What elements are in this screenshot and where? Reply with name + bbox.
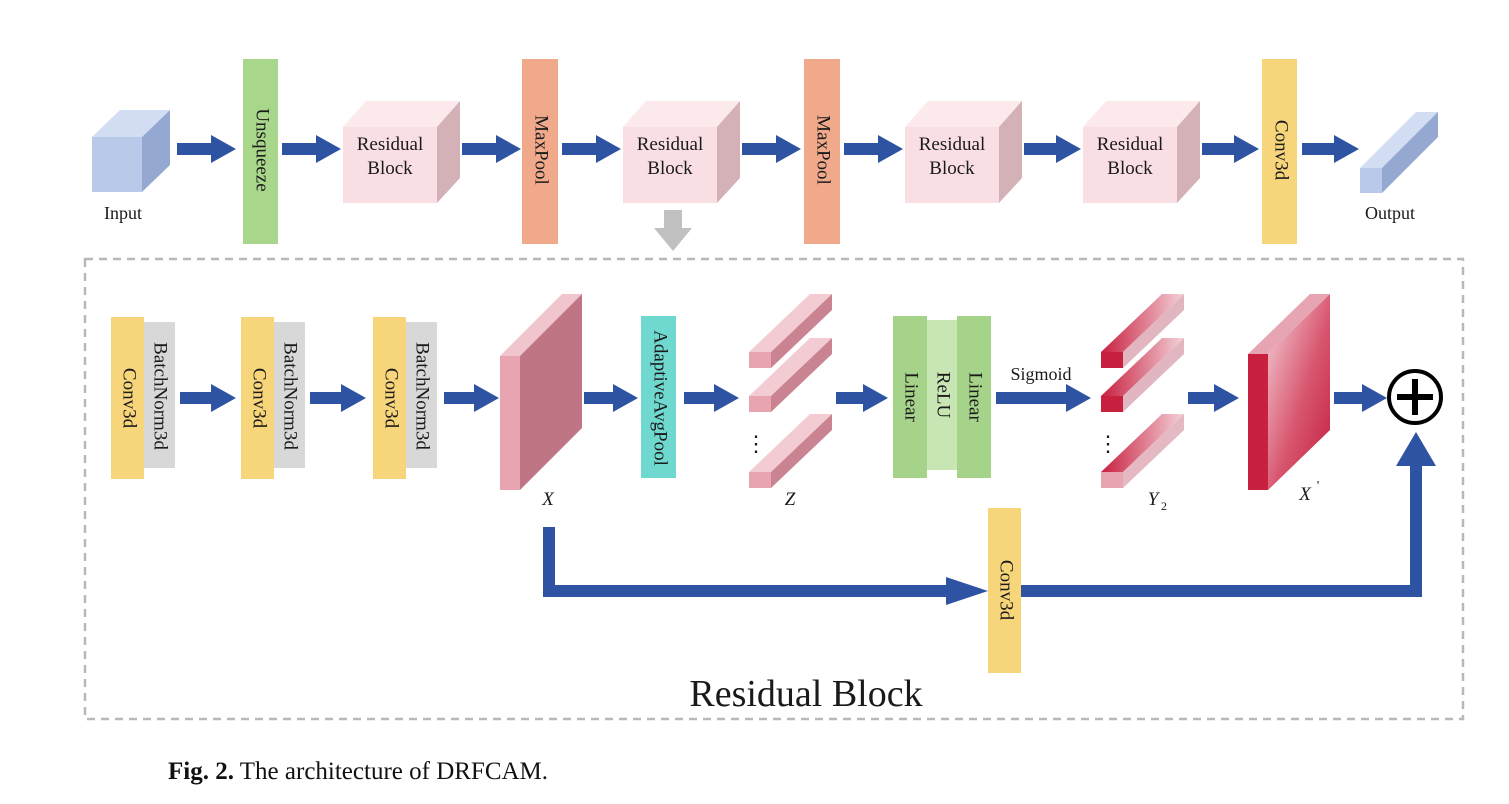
residual-block-cube-4: [1083, 101, 1200, 203]
residual-block-detail-frame: [83, 257, 1465, 721]
maxpool-layer-1: [522, 59, 558, 244]
batchnorm-layer-1: [141, 322, 175, 468]
adaptive-pool-label: AdaptiveAvgPool: [650, 330, 671, 466]
add-operation-icon: [1387, 369, 1443, 425]
batchnorm-1-label: BatchNorm3d: [150, 342, 171, 450]
unsqueeze-label: Unsqueeze: [252, 108, 273, 191]
feature-map-x: [500, 294, 582, 490]
input-cube: [92, 110, 170, 192]
sigmoid-label: Sigmoid: [1010, 364, 1071, 384]
unsqueeze-layer: [243, 59, 278, 244]
arrow-right-icon: [562, 135, 621, 163]
conv3d-skip-layer: [988, 508, 1021, 673]
z-bar: [749, 294, 832, 368]
linear-2-label: Linear: [965, 372, 986, 422]
z-ellipsis: ⋮: [745, 431, 767, 456]
residual-block-3-line1: Residual: [919, 134, 986, 155]
arrow-right-icon: [1302, 135, 1359, 163]
linear-layer-1: [893, 316, 927, 478]
relu-layer: [924, 320, 960, 470]
residual-block-4-line2: Block: [1107, 158, 1153, 179]
maxpool-2-label: MaxPool: [813, 115, 834, 185]
residual-block-2-line1: Residual: [637, 134, 704, 155]
y2-ellipsis: ⋮: [1097, 431, 1119, 456]
batchnorm-layer-2: [271, 322, 305, 468]
arrow-right-icon: [1334, 384, 1387, 412]
batchnorm-2-label: BatchNorm3d: [280, 342, 301, 450]
conv3d-2-label: Conv3d: [249, 368, 270, 429]
arrow-right-icon: [1188, 384, 1239, 412]
arrow-right-icon: [444, 384, 499, 412]
residual-block-cube-2: [623, 101, 740, 203]
conv3d-top-label: Conv3d: [1271, 120, 1292, 181]
conv3d-layer-2: [241, 317, 274, 479]
z-bar: [749, 414, 832, 488]
residual-block-3-line2: Block: [929, 158, 975, 179]
linear-1-label: Linear: [901, 372, 922, 422]
maxpool-layer-2: [804, 59, 840, 244]
conv3d-skip-label: Conv3d: [996, 560, 1017, 621]
conv3d-3-label: Conv3d: [381, 368, 402, 429]
figure-caption: Fig. 2. The architecture of DRFCAM.: [168, 758, 548, 786]
residual-block-1-line2: Block: [367, 158, 413, 179]
input-label: Input: [104, 203, 142, 223]
output-slab: [1360, 112, 1438, 193]
y2-label: Y: [1148, 489, 1161, 510]
residual-block-title: Residual Block: [689, 673, 922, 715]
arrow-right-icon: [177, 135, 236, 163]
arrow-right-icon: [996, 384, 1091, 412]
adaptive-avg-pool-layer: [641, 316, 676, 478]
expand-arrow-icon: [654, 210, 692, 251]
conv3d-layer-1: [111, 317, 144, 479]
arrow-right-icon: [462, 135, 521, 163]
x-prime-mark: ': [1317, 479, 1320, 494]
z-vector-bars: [749, 294, 832, 488]
arrow-up-icon: [1396, 432, 1436, 466]
conv3d-layer-3: [373, 317, 406, 479]
residual-detail-arrows: [180, 384, 1387, 412]
arrow-right-icon: [584, 384, 638, 412]
y2-subscript: 2: [1161, 499, 1167, 513]
z-label: Z: [785, 489, 796, 510]
arrow-right-icon: [1024, 135, 1081, 163]
z-bar: [749, 338, 832, 412]
x-label: X: [541, 489, 555, 510]
y2-bar: [1101, 294, 1184, 368]
arrow-right-icon: [282, 135, 341, 163]
linear-layer-2: [957, 316, 991, 478]
y2-attention-bars: [1101, 294, 1184, 488]
arrow-right-icon: [844, 135, 903, 163]
figure-caption-text: The architecture of DRFCAM.: [239, 758, 549, 785]
skip-connection: [543, 432, 1436, 605]
batchnorm-3-label: BatchNorm3d: [412, 342, 433, 450]
arrow-right-icon: [742, 135, 801, 163]
arrow-right-icon: [1202, 135, 1259, 163]
arrow-right-icon: [180, 384, 236, 412]
batchnorm-layer-3: [403, 322, 437, 468]
conv3d-layer-top: [1262, 59, 1297, 244]
residual-block-cube-3: [905, 101, 1022, 203]
output-label: Output: [1365, 203, 1415, 223]
conv3d-1-label: Conv3d: [119, 368, 140, 429]
maxpool-1-label: MaxPool: [531, 115, 552, 185]
x-prime-label: X: [1298, 484, 1312, 505]
y2-bar: [1101, 338, 1184, 412]
residual-block-4-line1: Residual: [1097, 134, 1164, 155]
relu-label: ReLU: [933, 372, 954, 419]
residual-block-2-line2: Block: [647, 158, 693, 179]
feature-map-x-prime: [1248, 294, 1330, 490]
arrow-right-icon: [684, 384, 739, 412]
arrow-right-icon: [310, 384, 366, 412]
arrow-right-icon: [836, 384, 888, 412]
top-row-arrows: [177, 135, 1359, 163]
residual-block-1-line1: Residual: [357, 134, 424, 155]
y2-bar: [1101, 414, 1184, 488]
residual-block-cube-1: [343, 101, 460, 203]
figure-number: Fig. 2.: [168, 758, 234, 785]
arrow-right-icon: [946, 577, 988, 605]
